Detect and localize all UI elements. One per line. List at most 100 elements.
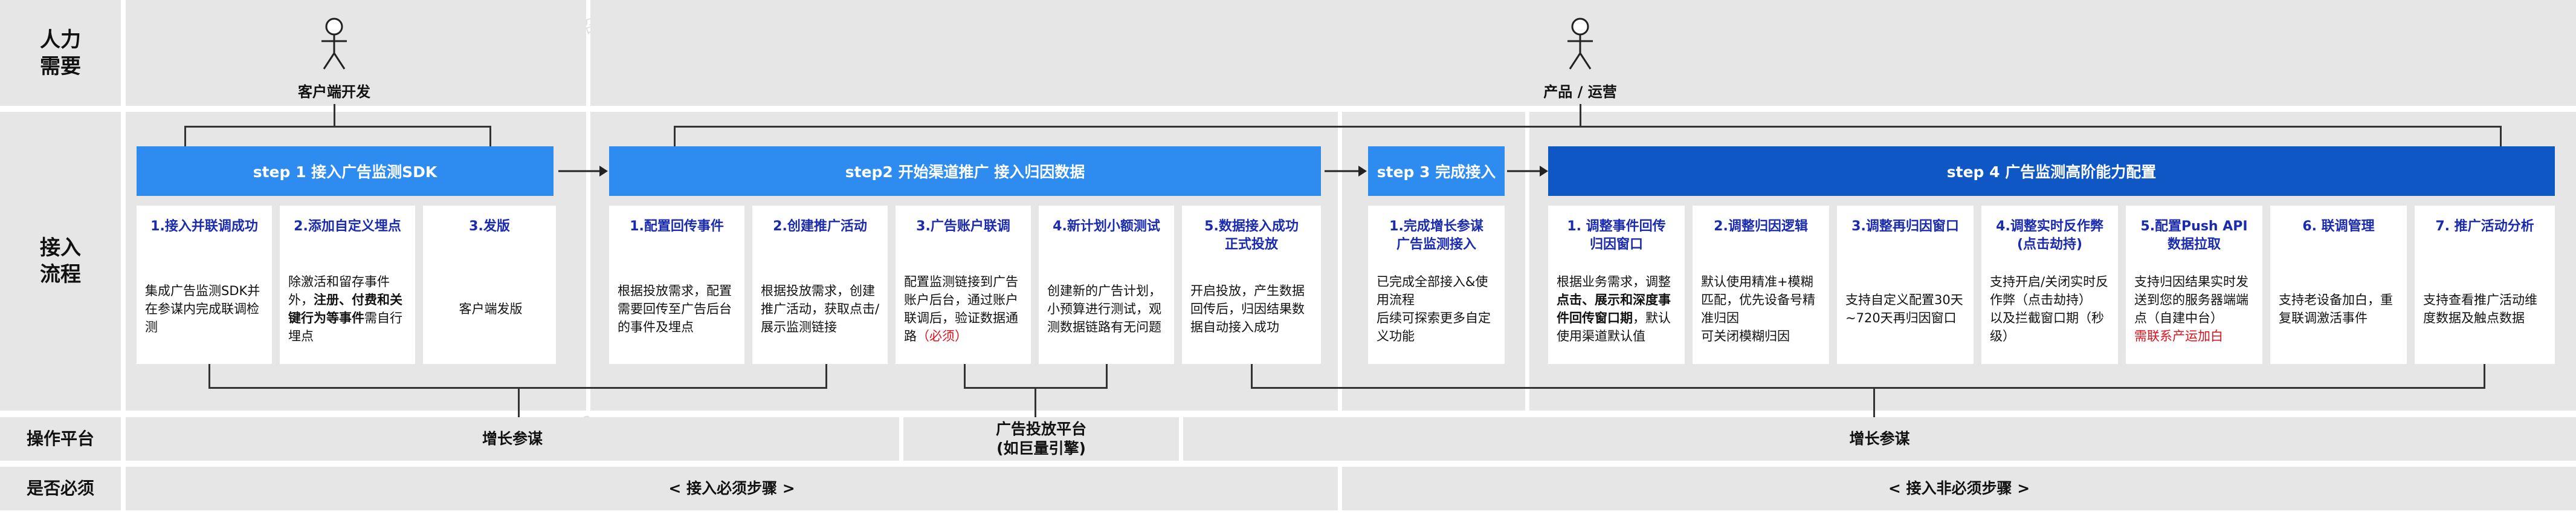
- card-body: 根据投放需求，配置需要回传至广告后台的事件及埋点: [618, 264, 738, 354]
- body-text: 支持查看推广活动维度数据及触点数据: [2423, 293, 2537, 325]
- card-body-text: 支持自定义配置30天~720天再归因窗口: [1845, 291, 1968, 327]
- body-text: 客户端发版: [459, 302, 523, 316]
- card-title: 7. 推广活动分析: [2435, 219, 2534, 234]
- card-title: 3.广告账户联调: [916, 219, 1010, 234]
- role-client-label: 客户端开发: [298, 83, 370, 100]
- card-account-debug: 3.广告账户联调 配置监测链接到广告账户后台，通过账户联调后，验证数据通路（必须…: [896, 206, 1031, 364]
- person-product-icon: [1565, 17, 1595, 71]
- card-body-text: 已完成全部接入&使用流程 后续可探索更多自定义功能: [1377, 273, 1499, 345]
- connector-line: [674, 126, 2502, 128]
- connector-line: [2484, 364, 2485, 387]
- optional-steps: < 接入非必须步骤 >: [1342, 467, 2576, 510]
- card-title: 4.新计划小额测试: [1053, 219, 1160, 234]
- connector-line: [964, 364, 966, 387]
- connector-line: [1873, 387, 1875, 417]
- card-body-text: 除激活和留存事件外，注册、付费和关键行为等事件需自行埋点: [288, 273, 409, 345]
- card-body-text: 默认使用精准+模糊匹配，优先设备号精准归因 可关闭模糊归因: [1701, 273, 1823, 345]
- person-client-icon: [319, 17, 349, 71]
- card-body: 创建新的广告计划，小预算进行测试，观测数据链路有无问题: [1047, 264, 1168, 354]
- step-4-bar: step 4 广告监测高阶能力配置: [1548, 146, 2555, 196]
- card-body-text: 支持查看推广活动维度数据及触点数据: [2423, 291, 2549, 327]
- card-title: 2.调整归因逻辑: [1714, 219, 1808, 234]
- card-title: 1. 调整事件回传 归因窗口: [1567, 219, 1666, 252]
- highlight-note: （必须）: [917, 329, 967, 343]
- connector-line: [1251, 364, 1253, 387]
- card-anti-fraud: 4.调整实时反作弊 (点击劫持) 支持开启/关闭实时反作弊（点击劫持） 以及拦截…: [1981, 206, 2118, 364]
- card-body: 客户端发版: [431, 264, 550, 354]
- card-title: 1.配置回传事件: [630, 219, 724, 234]
- card-create-campaign: 2.创建推广活动 根据投放需求，创建推广活动，获取点击/展示监测链接: [752, 206, 888, 364]
- card-push-api: 5.配置Push API 数据拉取 支持归因结果实时发送到您的服务器端端点（自建…: [2126, 206, 2262, 364]
- body-text: 支持自定义配置30天~720天再归因窗口: [1845, 293, 1963, 325]
- connector-line: [184, 126, 186, 146]
- step-3-bar: step 3 完成接入: [1368, 146, 1505, 196]
- card-body: 支持自定义配置30天~720天再归因窗口: [1845, 264, 1968, 354]
- connector-line: [2500, 126, 2502, 146]
- card-body-text: 支持老设备加白，重复联调激活事件: [2279, 291, 2401, 327]
- row-header-required: 是否必须: [0, 467, 121, 510]
- step-1-bar: step 1 接入广告监测SDK: [137, 146, 554, 196]
- role-product-label: 产品 / 运营: [1543, 83, 1617, 100]
- required-steps: < 接入必须步骤 >: [126, 467, 1338, 510]
- card-body-text: 创建新的广告计划，小预算进行测试，观测数据链路有无问题: [1047, 282, 1168, 336]
- body-text: 默认使用精准+模糊匹配，优先设备号精准归因 可关闭模糊归因: [1701, 275, 1815, 343]
- body-text: 除激活和留存事件外，: [288, 275, 390, 307]
- card-body-text: 集成广告监测SDK并在参谋内完成联调检测: [145, 282, 266, 336]
- arrow-right-icon: [1325, 166, 1367, 177]
- connector-line: [334, 104, 335, 126]
- card-release: 3.发版 客户端发版: [423, 206, 556, 364]
- connector-line: [184, 126, 491, 128]
- body-text: 需自行埋点: [288, 311, 402, 343]
- arrow-right-icon: [1507, 166, 1548, 177]
- card-body-text: 开启投放，产生数据回传后，归因结果数据自动接入成功: [1190, 282, 1315, 336]
- card-title: 5.数据接入成功 正式投放: [1204, 219, 1299, 252]
- platform-growth-advisor: 增长参谋: [126, 417, 899, 461]
- body-text: 开启投放，产生数据回传后，归因结果数据自动接入成功: [1190, 284, 1305, 334]
- body-text: 根据业务需求，调整: [1557, 275, 1671, 289]
- card-title: 3.发版: [469, 219, 510, 234]
- card-config-callback: 1.配置回传事件 根据投放需求，配置需要回传至广告后台的事件及埋点: [609, 206, 744, 364]
- body-text: 根据投放需求，配置需要回传至广告后台的事件及埋点: [618, 284, 732, 334]
- arrow-right-icon: [558, 166, 608, 177]
- card-campaign-analysis: 7. 推广活动分析 支持查看推广活动维度数据及触点数据: [2415, 206, 2555, 364]
- connector-line: [1106, 364, 1108, 387]
- card-complete-integration: 1.完成增长参谋 广告监测接入 已完成全部接入&使用流程 后续可探索更多自定义功…: [1368, 206, 1505, 364]
- body-text: 配置监测链接到广告账户后台，通过账户联调后，验证数据通路: [904, 275, 1018, 343]
- body-text: 支持归因结果实时发送到您的服务器端端点（自建中台）: [2134, 275, 2248, 325]
- card-body: 开启投放，产生数据回传后，归因结果数据自动接入成功: [1190, 264, 1315, 354]
- card-title: 5.配置Push API 数据拉取: [2140, 219, 2248, 252]
- body-text: 支持老设备加白，重复联调激活事件: [2279, 293, 2393, 325]
- card-title: 2.创建推广活动: [773, 219, 867, 234]
- emphasis-text: 点击、展示和深度事件回传窗口期: [1557, 293, 1671, 325]
- card-body-text: 配置监测链接到广告账户后台，通过账户联调后，验证数据通路（必须）: [904, 273, 1025, 345]
- body-text: 已完成全部接入&使用流程 后续可探索更多自定义功能: [1377, 275, 1491, 343]
- card-body: 支持开启/关闭实时反作弊（点击劫持） 以及拦截窗口期（秒级）: [1990, 264, 2112, 354]
- card-integrate-sdk: 1.接入并联调成功 集成广告监测SDK并在参谋内完成联调检测: [137, 206, 272, 364]
- card-body-text: 客户端发版: [459, 300, 523, 318]
- card-debug-management: 6. 联调管理 支持老设备加白，重复联调激活事件: [2270, 206, 2407, 364]
- card-body: 支持老设备加白，重复联调激活事件: [2279, 264, 2401, 354]
- card-body-text: 支持归因结果实时发送到您的服务器端端点（自建中台） 需联系产运加白: [2134, 273, 2256, 345]
- human-band-product: [590, 0, 2576, 106]
- card-body: 已完成全部接入&使用流程 后续可探索更多自定义功能: [1377, 264, 1499, 354]
- platform-ad-platform: 广告投放平台 (如巨量引擎): [903, 417, 1179, 461]
- card-body-text: 支持开启/关闭实时反作弊（点击劫持） 以及拦截窗口期（秒级）: [1990, 273, 2112, 345]
- card-body-text: 根据投放需求，创建推广活动，获取点击/展示监测链接: [761, 282, 882, 336]
- card-attribution-window: 1. 调整事件回传 归因窗口 根据业务需求，调整点击、展示和深度事件回传窗口期，…: [1548, 206, 1685, 364]
- connector-line: [825, 364, 827, 387]
- emphasis-text: 注册、付费和关键行为等事件: [288, 293, 402, 325]
- human-band-client: [126, 0, 586, 106]
- card-title: 6. 联调管理: [2302, 219, 2375, 234]
- connector-line: [1035, 387, 1036, 417]
- card-body: 支持归因结果实时发送到您的服务器端端点（自建中台） 需联系产运加白: [2134, 264, 2256, 354]
- card-body: 集成广告监测SDK并在参谋内完成联调检测: [145, 264, 266, 354]
- body-text: 支持开启/关闭实时反作弊（点击劫持） 以及拦截窗口期（秒级）: [1990, 275, 2109, 343]
- card-custom-events: 2.添加自定义埋点 除激活和留存事件外，注册、付费和关键行为等事件需自行埋点: [280, 206, 415, 364]
- card-data-success: 5.数据接入成功 正式投放 开启投放，产生数据回传后，归因结果数据自动接入成功: [1182, 206, 1321, 364]
- highlight-note: 需联系产运加白: [2134, 329, 2223, 343]
- connector-line: [489, 126, 491, 146]
- card-body-text: 根据业务需求，调整点击、展示和深度事件回传窗口期，默认使用渠道默认值: [1557, 273, 1679, 345]
- card-title: 1.完成增长参谋 广告监测接入: [1389, 219, 1483, 252]
- connector-line: [1251, 387, 2485, 389]
